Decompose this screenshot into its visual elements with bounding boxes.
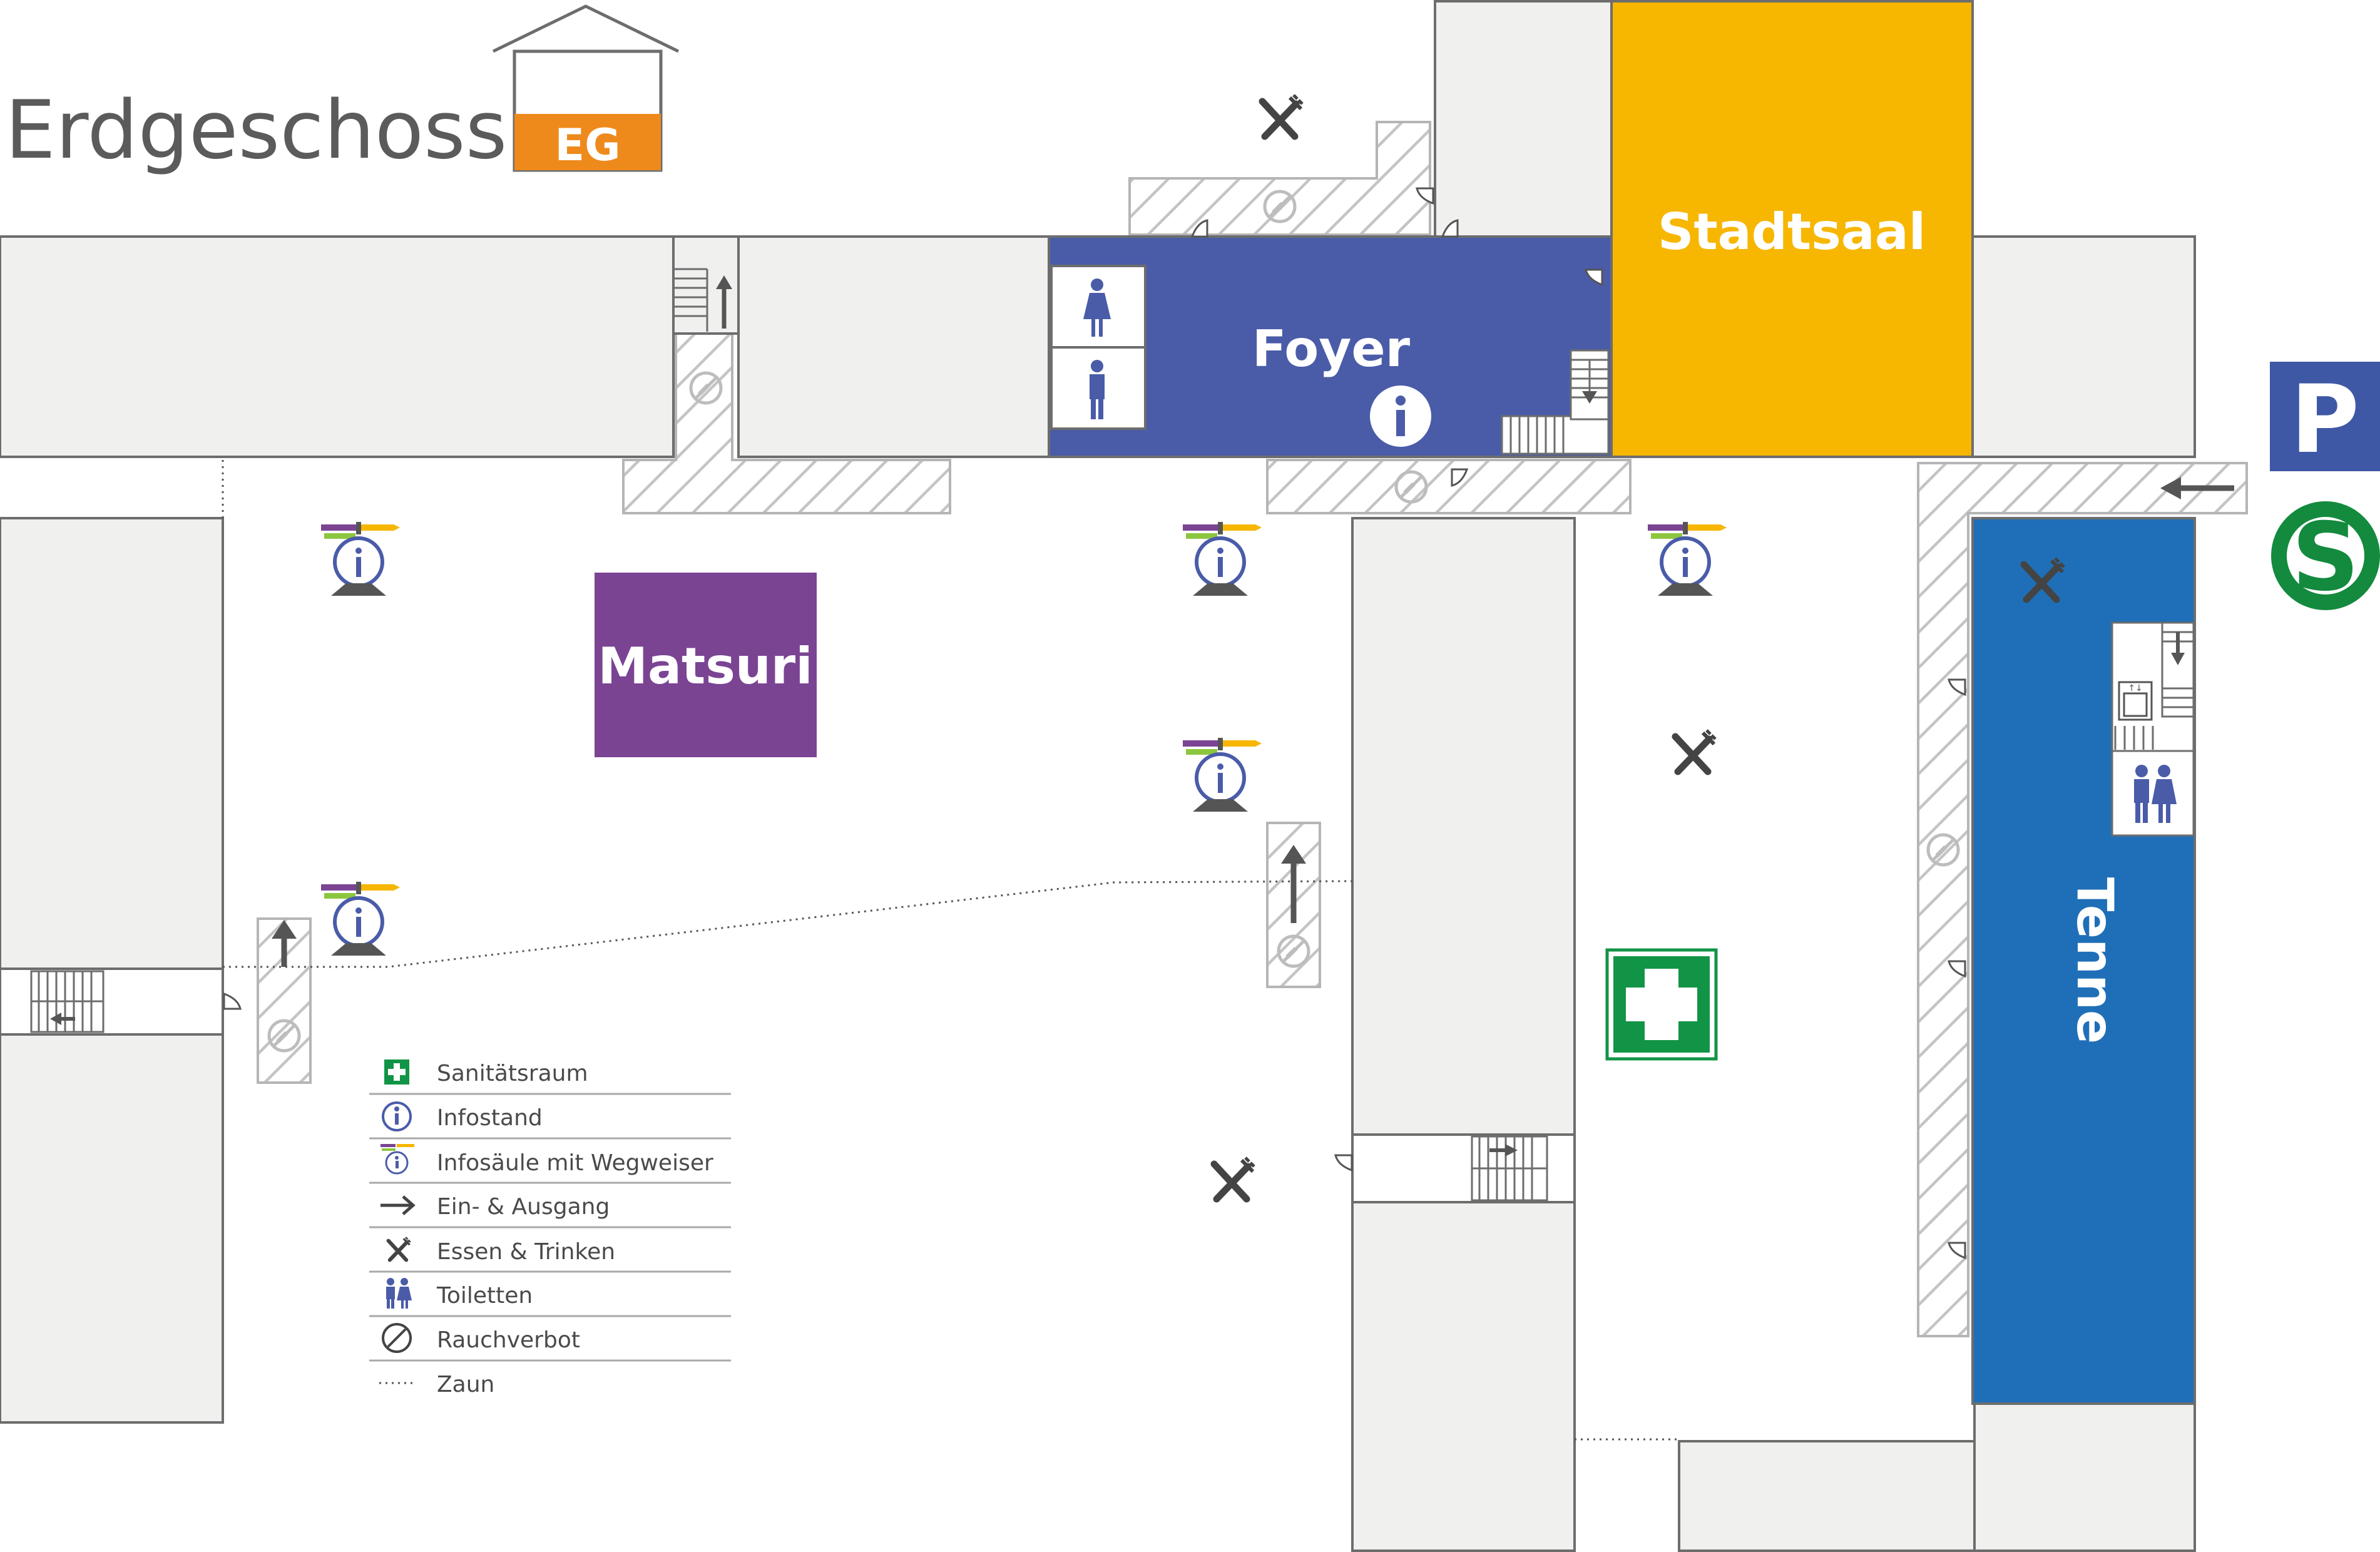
info-pillar-icon [1183,522,1262,596]
legend-label: Ein- & Ausgang [437,1194,610,1220]
building-top-middle [737,235,1050,458]
sbahn-inner [2287,517,2364,595]
stadtsaal-room [1610,0,1974,458]
stairs-up-arrow [716,275,732,329]
stairs-left [30,970,105,1033]
legend-label: Infosäule mit Wegweiser [437,1150,713,1176]
food-icon [1674,730,1715,772]
sbahn-label: S [2292,503,2359,612]
legend-item: Rauchverbot [369,1323,731,1362]
legend-label: Rauchverbot [437,1327,580,1353]
food-icon [1213,1158,1254,1199]
building-top-annex [1434,0,1613,238]
legend-item: Essen & Trinken [369,1237,731,1273]
building-right-top [1971,235,2196,458]
legend-label: Toiletten [436,1283,533,1309]
legend-item: Ein- & Ausgang [369,1194,731,1228]
matsuri-label: Matsuri [598,637,812,695]
food-icon [1261,95,1302,136]
info-pillar-icon [1183,738,1262,812]
info-pillar-icon [1648,522,1727,596]
entrance-arrow-left [272,920,297,967]
toilets-foyer [1050,265,1147,430]
tenne-facilities: ↑↓ [2111,621,2195,837]
svg-text:↑↓: ↑↓ [2128,683,2142,693]
elevator-icon: ↑↓ [2118,681,2153,721]
legend-item: Infostand [369,1101,731,1140]
tenne-label: Tenne [2066,877,2124,1044]
fence-line [223,880,1353,968]
building-center-column [1351,517,1576,1552]
foyer-label: Foyer [1252,320,1411,378]
entrance-arrow-middle [1281,845,1306,923]
stairs-foyer [1501,349,1610,455]
matsuri-room [595,573,817,757]
legend-item: Sanitätsraum [369,1059,731,1095]
info-pillar-icon [321,882,400,956]
first-aid-icon [1605,948,1718,1061]
info-pillar-icon [321,522,400,596]
parking-sign [2270,362,2380,471]
floor-badge: EG [554,120,620,171]
legend: Sanitätsraum Infostand Infosäule mit Weg… [369,1059,731,1397]
toilet-women-icon [1083,278,1111,337]
stairs-center [1471,1135,1548,1202]
legend-item: Toiletten [369,1278,731,1317]
info-icon-foyer [1366,382,1435,451]
building-right-bottom [1973,1402,2196,1552]
floor-title: Erdgeschoss [5,84,507,177]
toilet-men-icon [1090,360,1105,419]
building-top-left [0,235,675,458]
legend-label: Sanitätsraum [437,1061,588,1086]
legend-label: Infostand [437,1105,543,1131]
legend-label: Zaun [437,1372,494,1397]
stadtsaal-label: Stadtsaal [1658,203,1926,261]
parking-label: P [2291,365,2359,474]
toilet-icon-tenne [2134,765,2177,823]
stairs-left-arrow [50,1013,75,1025]
floor-badge-bg [514,114,661,170]
house-icon [492,4,680,172]
passage-top-foyer [1128,121,1431,236]
stairs-top-left [675,268,708,332]
passage-below-foyer [1266,459,1632,514]
legend-item: Zaun [379,1372,494,1397]
entrance-arrow-right [2160,477,2234,499]
stairs-center-arrow [1489,1144,1518,1156]
legend-label: Essen & Trinken [437,1239,615,1265]
building-bottom-right [1678,1440,1976,1552]
legend-item: Infosäule mit Wegweiser [369,1144,731,1184]
